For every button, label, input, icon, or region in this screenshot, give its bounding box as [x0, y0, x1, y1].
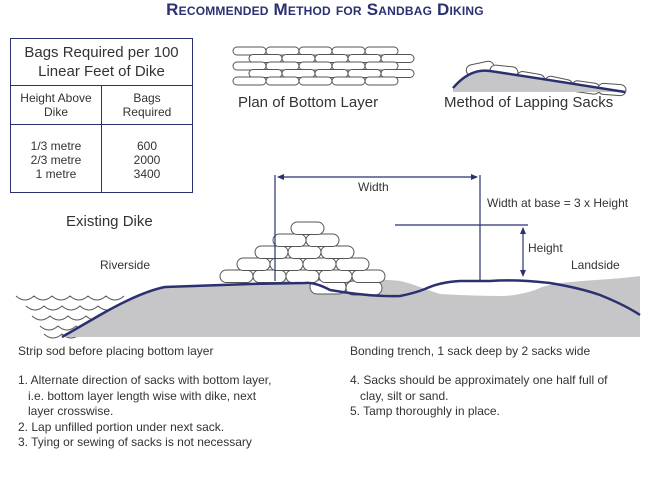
sandbag [219, 269, 254, 283]
wave-line [25, 305, 117, 311]
water-waves [15, 295, 125, 339]
width-label: Width [358, 180, 389, 194]
sandbag [254, 245, 289, 259]
right-note-heading: Bonding trench, 1 sack deep by 2 sacks w… [350, 344, 591, 358]
table-cell: 1/3 metre [30, 139, 82, 153]
note-item: 1. Alternate direction of sacks with bot… [18, 373, 272, 387]
sandbag [265, 46, 300, 56]
note-item: 5. Tamp thoroughly in place. [350, 404, 500, 418]
header-text: Required [122, 105, 172, 119]
ground-outline [61, 279, 641, 339]
height-label: Height [528, 241, 563, 255]
sandbag [335, 257, 370, 271]
diagram-title: Recommended Method for Sandbag Diking [166, 0, 484, 19]
width-dimension [274, 174, 481, 281]
plan-bottom-layer-drawing [232, 46, 415, 86]
table-cell: 2000 [133, 153, 161, 167]
sandbag [281, 54, 316, 63]
sandbag [287, 245, 322, 259]
header-text: Height Above [20, 91, 92, 105]
note-item: clay, silt or sand. [350, 388, 449, 403]
lapping-label: Method of Lapping Sacks [444, 94, 614, 111]
table-cell: 2/3 metre [30, 153, 82, 167]
sandbag [318, 269, 353, 283]
sandbag [232, 46, 267, 56]
sandbag [302, 257, 337, 271]
table-cell: 600 [136, 139, 158, 153]
plan-label: Plan of Bottom Layer [238, 94, 379, 111]
height-dimension [395, 224, 528, 277]
sandbag [285, 269, 320, 283]
left-note-heading: Strip sod before placing bottom layer [18, 344, 214, 358]
sandbag [265, 76, 300, 86]
width-rule-label: Width at base = 3 x Height [487, 196, 629, 210]
note-item: 2. Lap unfilled portion under next sack. [18, 419, 225, 434]
header-text: Bags [133, 91, 161, 105]
sandbag [232, 61, 267, 71]
sandbag [314, 69, 349, 78]
sandbag [364, 76, 399, 86]
sandbag [281, 69, 316, 78]
sandbag [351, 269, 386, 283]
sandbag [248, 54, 283, 63]
note-item: 4. Sacks should be approximately one hal… [350, 373, 608, 387]
sandbag [364, 61, 399, 71]
sandbag [265, 61, 300, 71]
caption-line-1: Bags Required per 100 [24, 44, 179, 61]
wave-line [15, 295, 125, 301]
lapping-mound [453, 70, 625, 92]
sandbag [380, 69, 415, 78]
table-cell: 1 metre [35, 167, 77, 181]
landside-label: Landside [571, 258, 620, 272]
sandbag [236, 257, 271, 271]
sandbag [298, 46, 333, 56]
wave-line [43, 333, 81, 339]
table-cell: 3400 [133, 167, 161, 181]
right-notes: 4. Sacks should be approximately one hal… [350, 373, 607, 420]
sandbag [380, 54, 415, 63]
sandbag [320, 245, 355, 259]
sandbag [248, 69, 283, 78]
sandbag [347, 69, 382, 78]
sandbag [290, 221, 325, 235]
sandbag [252, 269, 287, 283]
existing-dike-ground [62, 276, 640, 337]
left-notes: 1. Alternate direction of sacks with bot… [18, 373, 271, 451]
note-item: 3. Tying or sewing of sacks is not neces… [18, 435, 252, 449]
sandbag [298, 61, 333, 71]
riverside-label: Riverside [100, 258, 151, 272]
sandbag [305, 233, 340, 247]
sandbag [232, 76, 267, 86]
note-item: i.e. bottom layer length wise with dike,… [18, 388, 257, 403]
sandbag [272, 233, 307, 247]
existing-dike-label: Existing Dike [66, 213, 153, 230]
sandbag [364, 46, 399, 56]
sandbag [331, 61, 366, 71]
sandbag [331, 46, 366, 56]
sandbag [314, 54, 349, 63]
sandbag [347, 54, 382, 63]
caption-line-2: Linear Feet of Dike [38, 63, 165, 80]
lapping-ground-line [452, 69, 626, 94]
header-text: Dike [43, 105, 68, 119]
sandbag [331, 76, 366, 86]
note-item: layer crosswise. [18, 404, 114, 418]
lapping-sacks-drawing [452, 60, 627, 97]
sandbag [298, 76, 333, 86]
